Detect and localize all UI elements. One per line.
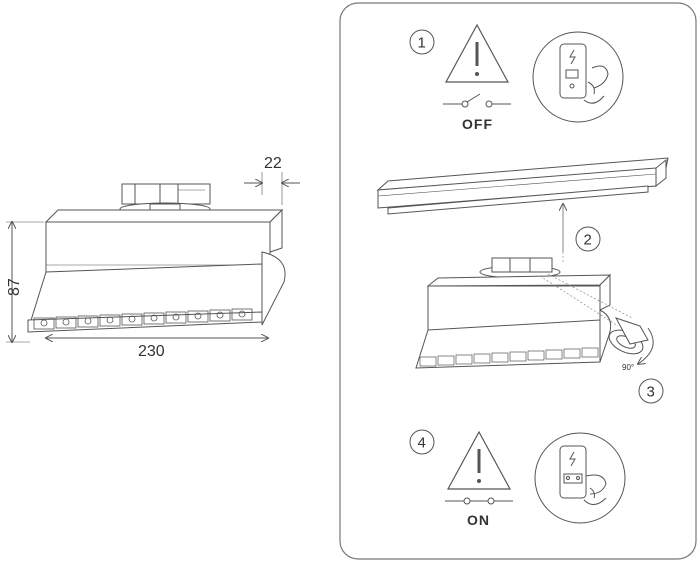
dimension-drawing <box>6 172 300 342</box>
height-dimension-label: 87 <box>6 278 23 296</box>
step-1-state: OFF <box>462 116 493 132</box>
switch-open-icon <box>443 93 511 108</box>
step-4-state: ON <box>467 512 490 528</box>
step-2-badge <box>575 226 601 252</box>
step-3-badge <box>638 378 664 404</box>
warning-triangle-icon <box>444 23 510 83</box>
step-1-number: 1 <box>418 35 426 52</box>
track-rail <box>376 157 669 215</box>
step-4: 4 ON <box>409 429 626 528</box>
luminaire <box>415 257 612 369</box>
lamp-head <box>27 251 286 333</box>
step-1: 1 OFF <box>409 23 624 132</box>
switch-closed-icon <box>445 497 513 505</box>
step-2: 2 <box>376 157 669 262</box>
step-3: 90° <box>415 257 664 404</box>
step-1-badge <box>409 29 435 55</box>
warning-triangle-icon <box>446 430 512 490</box>
step-2-number: 2 <box>584 232 592 249</box>
depth-dimension-label: 22 <box>264 155 282 172</box>
length-dimension-label: 230 <box>138 343 165 360</box>
step-4-number: 4 <box>418 435 426 452</box>
driver-housing <box>44 208 284 273</box>
step-3-number: 3 <box>647 384 655 401</box>
power-switch-off-icon <box>532 31 624 123</box>
rotate-adapter-detail <box>608 317 654 364</box>
step-4-badge <box>409 429 435 455</box>
rotation-angle-label: 90° <box>622 363 634 372</box>
power-switch-on-icon <box>534 432 626 524</box>
